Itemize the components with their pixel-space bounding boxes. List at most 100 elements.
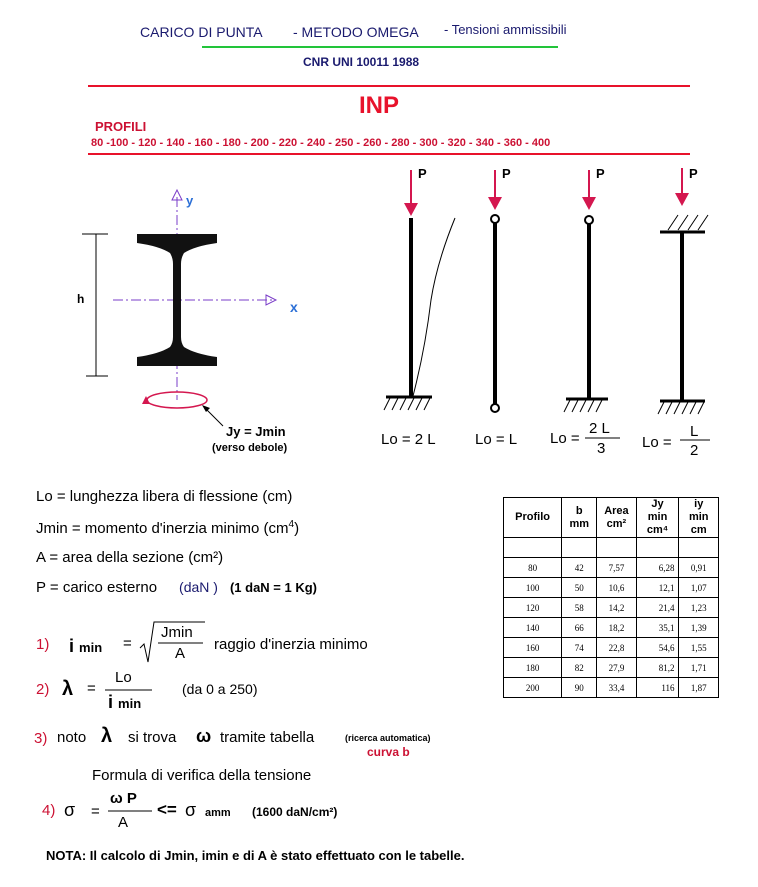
table-cell: 1,71 bbox=[678, 657, 719, 678]
formula4-value: (1600 daN/cm²) bbox=[252, 805, 338, 819]
formula3-lambda: λ bbox=[101, 725, 113, 747]
load-arrowhead bbox=[488, 197, 502, 210]
formula2-lambda: λ bbox=[62, 678, 74, 700]
formula2-number: 2) bbox=[36, 681, 50, 698]
column-fixed-free bbox=[383, 170, 456, 411]
lo-num-col4: L bbox=[690, 423, 699, 440]
base-hatch bbox=[383, 397, 431, 411]
profiles-label: PROFILI bbox=[95, 119, 147, 134]
formula3-text-a: noto bbox=[57, 729, 87, 746]
column-fixed-pinned bbox=[563, 170, 608, 413]
table-cell: 18,2 bbox=[596, 617, 637, 638]
table-cell: 81,2 bbox=[635, 657, 680, 678]
formula1-number: 1) bbox=[36, 636, 50, 653]
i-section bbox=[82, 188, 278, 427]
y-axis-arrowhead bbox=[171, 188, 183, 201]
top-pin bbox=[490, 214, 500, 224]
formula4-le: <= bbox=[157, 800, 177, 819]
table-cell: 1,55 bbox=[678, 637, 719, 658]
table-cell: 0,91 bbox=[678, 557, 719, 578]
rotation-arrowhead bbox=[142, 396, 150, 404]
table-cell: 116 bbox=[635, 677, 680, 698]
table-cell: 33,4 bbox=[596, 677, 637, 698]
top-pin bbox=[584, 215, 594, 225]
profiles-list: 80 -100 - 120 - 140 - 160 - 180 - 200 - … bbox=[91, 137, 551, 149]
y-axis-label: y bbox=[186, 193, 194, 208]
table-cell: 82 bbox=[561, 657, 598, 678]
inertia-label: Jy = Jmin bbox=[226, 424, 286, 439]
bottom-pin bbox=[490, 403, 500, 413]
title-mid: - METODO OMEGA bbox=[293, 24, 419, 40]
load-label-col3: P bbox=[596, 166, 605, 181]
table-cell: 160 bbox=[502, 637, 563, 658]
formula4-sigma-amm: σ bbox=[185, 800, 197, 820]
formula3-curve: curva b bbox=[367, 745, 410, 759]
verify-title: Formula di verifica della tensione bbox=[92, 767, 312, 784]
load-arrowhead bbox=[675, 193, 689, 206]
title-right: - Tensioni ammissibili bbox=[444, 22, 567, 37]
table-cell: 6,28 bbox=[635, 557, 680, 578]
lo-prefix-col4: Lo = bbox=[642, 434, 672, 451]
table-cell: 74 bbox=[561, 637, 598, 658]
formula2-eq: = bbox=[87, 680, 96, 697]
table-cell: 12,1 bbox=[635, 577, 680, 598]
table-header-text: mm bbox=[569, 517, 590, 530]
height-label: h bbox=[77, 292, 85, 306]
formula3-number: 3) bbox=[34, 730, 48, 747]
inertia-note: (verso debole) bbox=[212, 442, 288, 454]
formula4-sigma: σ bbox=[64, 800, 76, 820]
table-cell: 27,9 bbox=[596, 657, 637, 678]
formula4-eq: = bbox=[91, 803, 100, 820]
table-cell: 140 bbox=[502, 617, 563, 638]
table-cell: 22,8 bbox=[596, 637, 637, 658]
formula2-bottom: i min bbox=[108, 692, 142, 712]
table-cell: 1,23 bbox=[678, 597, 719, 618]
table-cell: 21,4 bbox=[635, 597, 680, 618]
table-cell: 50 bbox=[561, 577, 598, 598]
table-separator bbox=[502, 537, 719, 558]
jy-pointer-head bbox=[202, 405, 210, 412]
lo-label-col1: Lo = 2 L bbox=[381, 431, 436, 448]
formula1-bottom: A bbox=[175, 645, 186, 662]
table-cell: 1,87 bbox=[678, 677, 719, 698]
base-hatch bbox=[563, 399, 603, 413]
i-beam-shape bbox=[137, 234, 217, 366]
table-cell: 42 bbox=[561, 557, 598, 578]
table-cell: 100 bbox=[502, 577, 563, 598]
table-cell: 1,39 bbox=[678, 617, 719, 638]
x-axis-label: x bbox=[290, 299, 298, 315]
formula4-sub: amm bbox=[205, 807, 231, 819]
lo-prefix-col3: Lo = bbox=[550, 430, 580, 447]
title-left: CARICO DI PUNTA bbox=[140, 24, 263, 40]
sqrt-sign bbox=[139, 621, 205, 663]
table-cell: 200 bbox=[502, 677, 563, 698]
norm-label: CNR UNI 10011 1988 bbox=[303, 55, 420, 69]
definition-load: P = carico esterno(daN )(1 daN = 1 Kg) bbox=[36, 579, 317, 596]
base-hatch bbox=[657, 401, 705, 415]
table-cell: 80 bbox=[502, 557, 563, 578]
section-type: INP bbox=[359, 92, 400, 119]
column-fixed-fixed bbox=[657, 168, 709, 415]
table-cell: 58 bbox=[561, 597, 598, 618]
table-header-text: cm⁴ bbox=[646, 524, 669, 536]
definition-jmin: Jmin = momento d'inerzia minimo (cm4) bbox=[36, 519, 300, 537]
lo-label-col2: Lo = L bbox=[475, 431, 518, 448]
formula3-omega: ω bbox=[196, 726, 212, 746]
buckled-shape bbox=[412, 217, 456, 397]
table-header-text: Jy bbox=[651, 498, 664, 510]
table-cell: 54,6 bbox=[635, 637, 680, 658]
formula4-top: ω P bbox=[110, 790, 137, 807]
formula3-auto-note: (ricerca automatica) bbox=[345, 733, 431, 743]
table-header-text: Area bbox=[604, 504, 629, 517]
formula2-top: Lo bbox=[115, 669, 132, 686]
formula4-number: 4) bbox=[42, 802, 56, 819]
table-header-text: Profilo bbox=[515, 511, 551, 523]
